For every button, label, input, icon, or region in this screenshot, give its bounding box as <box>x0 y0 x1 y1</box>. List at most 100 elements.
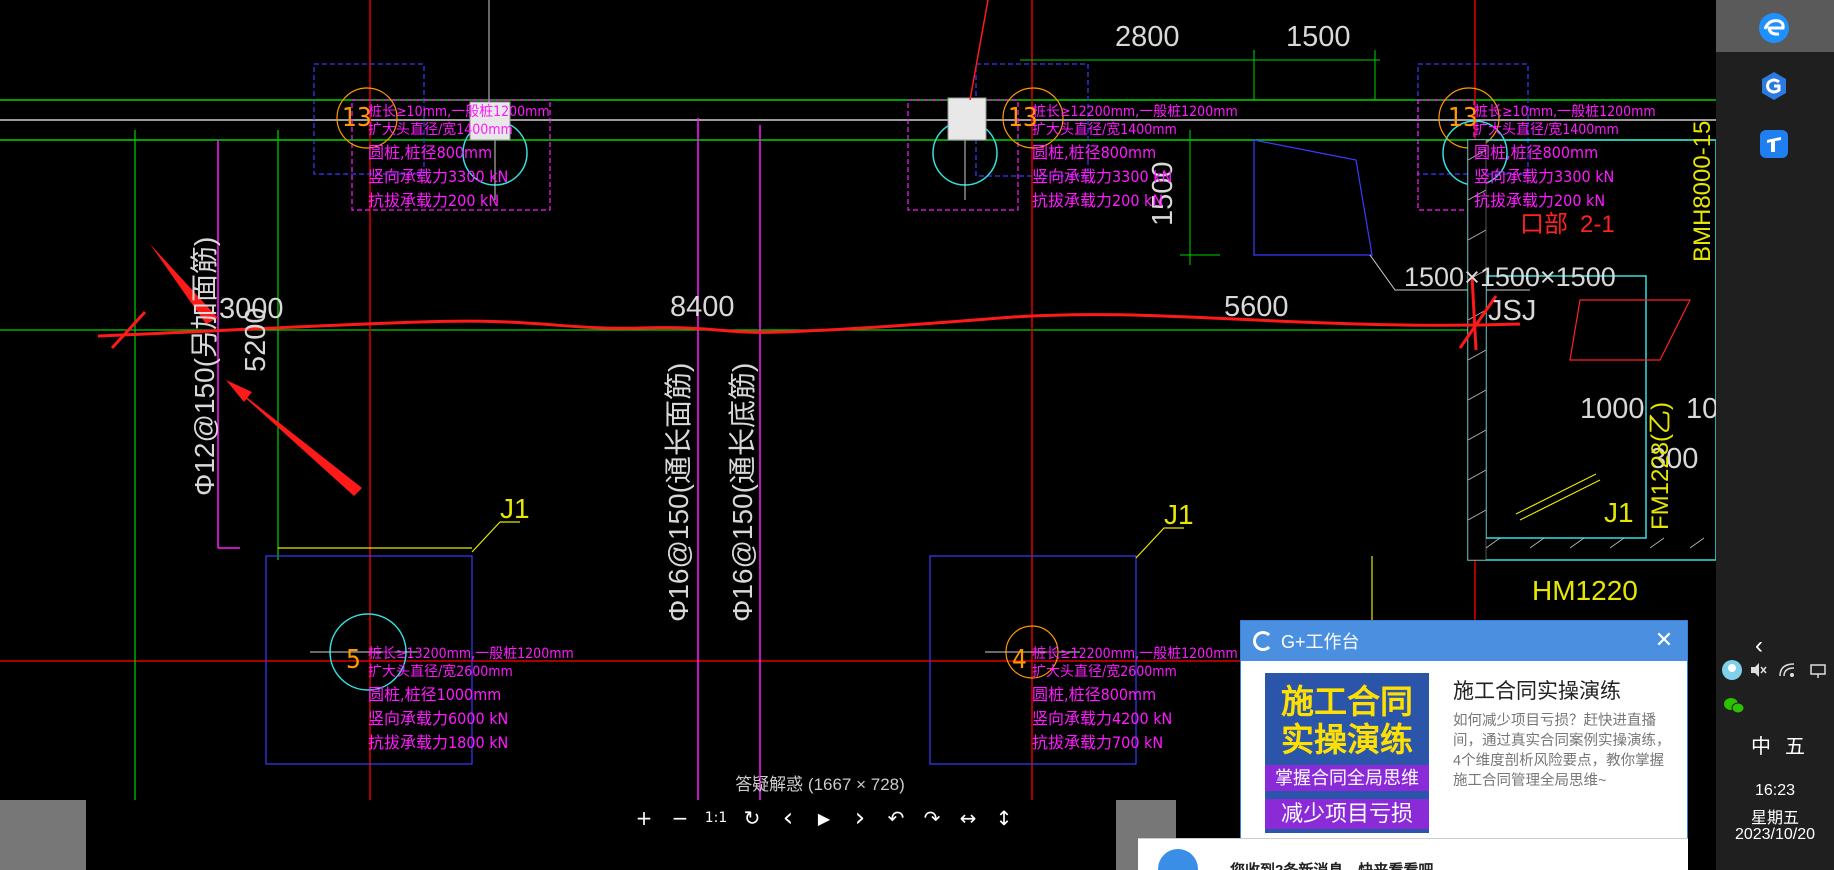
notification-second[interactable]: 您收到2条新消息，快来看看吧 <box>1138 838 1688 870</box>
g-app-icon[interactable] <box>1754 66 1794 106</box>
dim-1000b: 100 <box>1686 393 1716 425</box>
notification-logo-icon <box>1158 849 1198 870</box>
dim-2800: 2800 <box>1115 21 1180 53</box>
ime-wubi-indicator[interactable]: 五 <box>1785 736 1805 758</box>
play-button[interactable]: ▶ <box>817 808 831 828</box>
notification-header: G+工作台 <box>1241 621 1687 661</box>
jt-label: J1 <box>1604 497 1634 528</box>
zoom-out-button[interactable]: − <box>671 806 689 830</box>
notification-description: 如何减少项目亏损？赶快进直播间，通过真实合同案例实操演练，4个维度剖析风险要点，… <box>1453 713 1671 789</box>
viewer-controls: + − 1:1 ↻ ‹ ▶ › ↶ ↷ ↔ ↕ <box>626 803 1022 833</box>
svg-text:13: 13 <box>1008 103 1038 133</box>
dim-5600: 5600 <box>1224 291 1289 323</box>
svg-text:抗拔承载力1800 kN: 抗拔承载力1800 kN <box>368 733 508 752</box>
svg-text:桩长≥12200mm,一般桩1200mm: 桩长≥12200mm,一般桩1200mm <box>1032 103 1238 120</box>
pile-note-2: 桩长≥12200mm,一般桩1200mm 扩大头直径/宽1400mm 圆桩,桩径… <box>1008 103 1238 210</box>
svg-text:桩长≥10mm,一般桩1200mm: 桩长≥10mm,一般桩1200mm <box>1474 103 1656 120</box>
svg-text:4: 4 <box>1012 645 1027 675</box>
pile-note-4: 桩长≥13200mm,一般桩1200mm 扩大头直径/宽2600mm 圆桩,桩径… <box>346 645 574 752</box>
undo-rotate-button[interactable]: ↶ <box>887 806 905 830</box>
svg-text:13: 13 <box>342 103 372 133</box>
svg-text:扩大头直径/宽1400mm: 扩大头直径/宽1400mm <box>1032 121 1177 138</box>
svg-text:圆桩,桩径1000mm: 圆桩,桩径1000mm <box>368 685 501 704</box>
j1-label-left: J1 <box>500 493 530 524</box>
svg-text:抗拔承载力200 kN: 抗拔承载力200 kN <box>1474 191 1605 210</box>
pit-size-label: 1500×1500×1500 <box>1404 262 1616 292</box>
svg-text:圆桩,桩径800mm: 圆桩,桩径800mm <box>1032 685 1156 704</box>
svg-text:抗拔承载力700 kN: 抗拔承载力700 kN <box>1032 733 1163 752</box>
tray-chevron-icon[interactable]: ‹ <box>1755 632 1763 659</box>
svg-text:竖向承载力6000 kN: 竖向承载力6000 kN <box>368 709 508 728</box>
ime-indicator[interactable]: 中 <box>1751 736 1771 758</box>
fm-label: FM1228(乙) <box>1647 402 1674 530</box>
notification-second-text: 您收到2条新消息，快来看看吧 <box>1230 859 1433 870</box>
viewer-backdrop-left <box>0 800 86 870</box>
rebar-label-mid2: Φ16@150(通长底筋) <box>727 363 758 622</box>
svg-text:13: 13 <box>1448 103 1478 133</box>
dim-1000a: 1000 <box>1580 393 1645 425</box>
thumb-title-1: 施工合同 <box>1281 683 1413 720</box>
clock-weekday[interactable]: 星期五 <box>1750 810 1799 827</box>
image-caption: 答疑解惑 (1667 × 728) <box>735 775 905 794</box>
notification-title[interactable]: 施工合同实操演练 <box>1453 680 1621 703</box>
rebar-label-mid1: Φ16@150(通长面筋) <box>663 363 694 622</box>
thumb-subtitle-1: 掌握合同全局思维 <box>1265 765 1429 791</box>
clock-time[interactable]: 16:23 <box>1754 782 1796 799</box>
svg-text:抗拔承载力200 kN: 抗拔承载力200 kN <box>368 191 499 210</box>
taskbar: ‹ 中 五 16:23 星期五 2023/10/20 <box>1716 0 1834 870</box>
svg-text:扩大头直径/宽2600mm: 扩大头直径/宽2600mm <box>368 663 513 680</box>
dim-1500-vert: 1500 <box>1147 161 1179 226</box>
tray-avatar-icon[interactable] <box>1720 658 1744 682</box>
svg-text:5: 5 <box>346 645 361 675</box>
viewer-toolbar <box>86 800 1116 860</box>
feishu-app-icon[interactable] <box>1754 124 1794 164</box>
svg-text:桩长≥10mm,一般桩1200mm: 桩长≥10mm,一般桩1200mm <box>368 103 550 120</box>
notification-popup[interactable]: G+工作台 ✕ 施工合同 实操演练 掌握合同全局思维 减少项目亏损 施工合同实操… <box>1240 620 1688 840</box>
dim-3000: 3000 <box>219 293 284 325</box>
svg-text:竖向承载力3300 kN: 竖向承载力3300 kN <box>1032 167 1172 186</box>
actual-size-button[interactable]: 1:1 <box>704 810 728 826</box>
annotation-red-line <box>97 313 1521 338</box>
svg-text:桩长≥12200mm,一般桩1200mm: 桩长≥12200mm,一般桩1200mm <box>1032 645 1238 662</box>
g-plus-icon <box>1253 631 1273 651</box>
edge-browser-icon[interactable] <box>1754 8 1794 48</box>
thumb-title-2: 实操演练 <box>1281 721 1413 758</box>
annotation-arrow-1 <box>150 244 218 324</box>
jsj-label: JSJ <box>1488 295 1536 327</box>
close-icon[interactable]: ✕ <box>1654 627 1674 653</box>
next-button[interactable]: › <box>854 803 866 833</box>
bmh-label: BMH8000-15 <box>1689 121 1716 262</box>
wifi-icon[interactable] <box>1776 658 1800 682</box>
svg-text:扩大头直径/宽2600mm: 扩大头直径/宽2600mm <box>1032 663 1177 680</box>
thumb-subtitle-2: 减少项目亏损 <box>1265 799 1429 829</box>
cad-drawing-canvas[interactable]: 2800 1500 3000 8400 5600 1000 100 300 15… <box>0 0 1716 870</box>
kou-label: 口部 <box>1520 211 1568 238</box>
svg-text:竖向承载力3300 kN: 竖向承载力3300 kN <box>1474 167 1614 186</box>
previous-button[interactable]: ‹ <box>782 803 794 833</box>
network-icon[interactable] <box>1806 658 1830 682</box>
flip-vertical-button[interactable]: ↕ <box>995 806 1013 830</box>
svg-text:竖向承载力4200 kN: 竖向承载力4200 kN <box>1032 709 1172 728</box>
notification-app-name: G+工作台 <box>1281 632 1360 652</box>
redo-rotate-button[interactable]: ↷ <box>923 806 941 830</box>
svg-text:扩大头直径/宽1400mm: 扩大头直径/宽1400mm <box>368 121 513 138</box>
svg-text:抗拔承载力200 kN: 抗拔承载力200 kN <box>1032 191 1163 210</box>
wechat-icon[interactable] <box>1722 694 1746 718</box>
wall-hatch <box>1467 149 1705 549</box>
rebar-label-left: Φ12@150(另加面筋) <box>189 237 220 496</box>
rotate-button[interactable]: ↻ <box>743 806 761 830</box>
notification-thumbnail[interactable]: 施工合同 实操演练 掌握合同全局思维 减少项目亏损 <box>1265 673 1429 833</box>
j1-label-right: J1 <box>1164 499 1194 530</box>
volume-muted-icon[interactable] <box>1746 658 1770 682</box>
annotation-arrow-2 <box>230 384 362 496</box>
zoom-in-button[interactable]: + <box>635 806 653 830</box>
svg-text:扩大头直径/宽1400mm: 扩大头直径/宽1400mm <box>1474 121 1619 138</box>
dim-1500-top: 1500 <box>1286 21 1351 53</box>
clock-date[interactable]: 2023/10/20 <box>1734 826 1816 843</box>
svg-text:圆桩,桩径800mm: 圆桩,桩径800mm <box>1032 143 1156 162</box>
pile-note-3: 桩长≥10mm,一般桩1200mm 扩大头直径/宽1400mm 圆桩,桩径800… <box>1448 103 1656 210</box>
flip-horizontal-button[interactable]: ↔ <box>959 806 977 830</box>
dim-8400: 8400 <box>670 291 735 323</box>
svg-text:圆桩,桩径800mm: 圆桩,桩径800mm <box>1474 143 1598 162</box>
